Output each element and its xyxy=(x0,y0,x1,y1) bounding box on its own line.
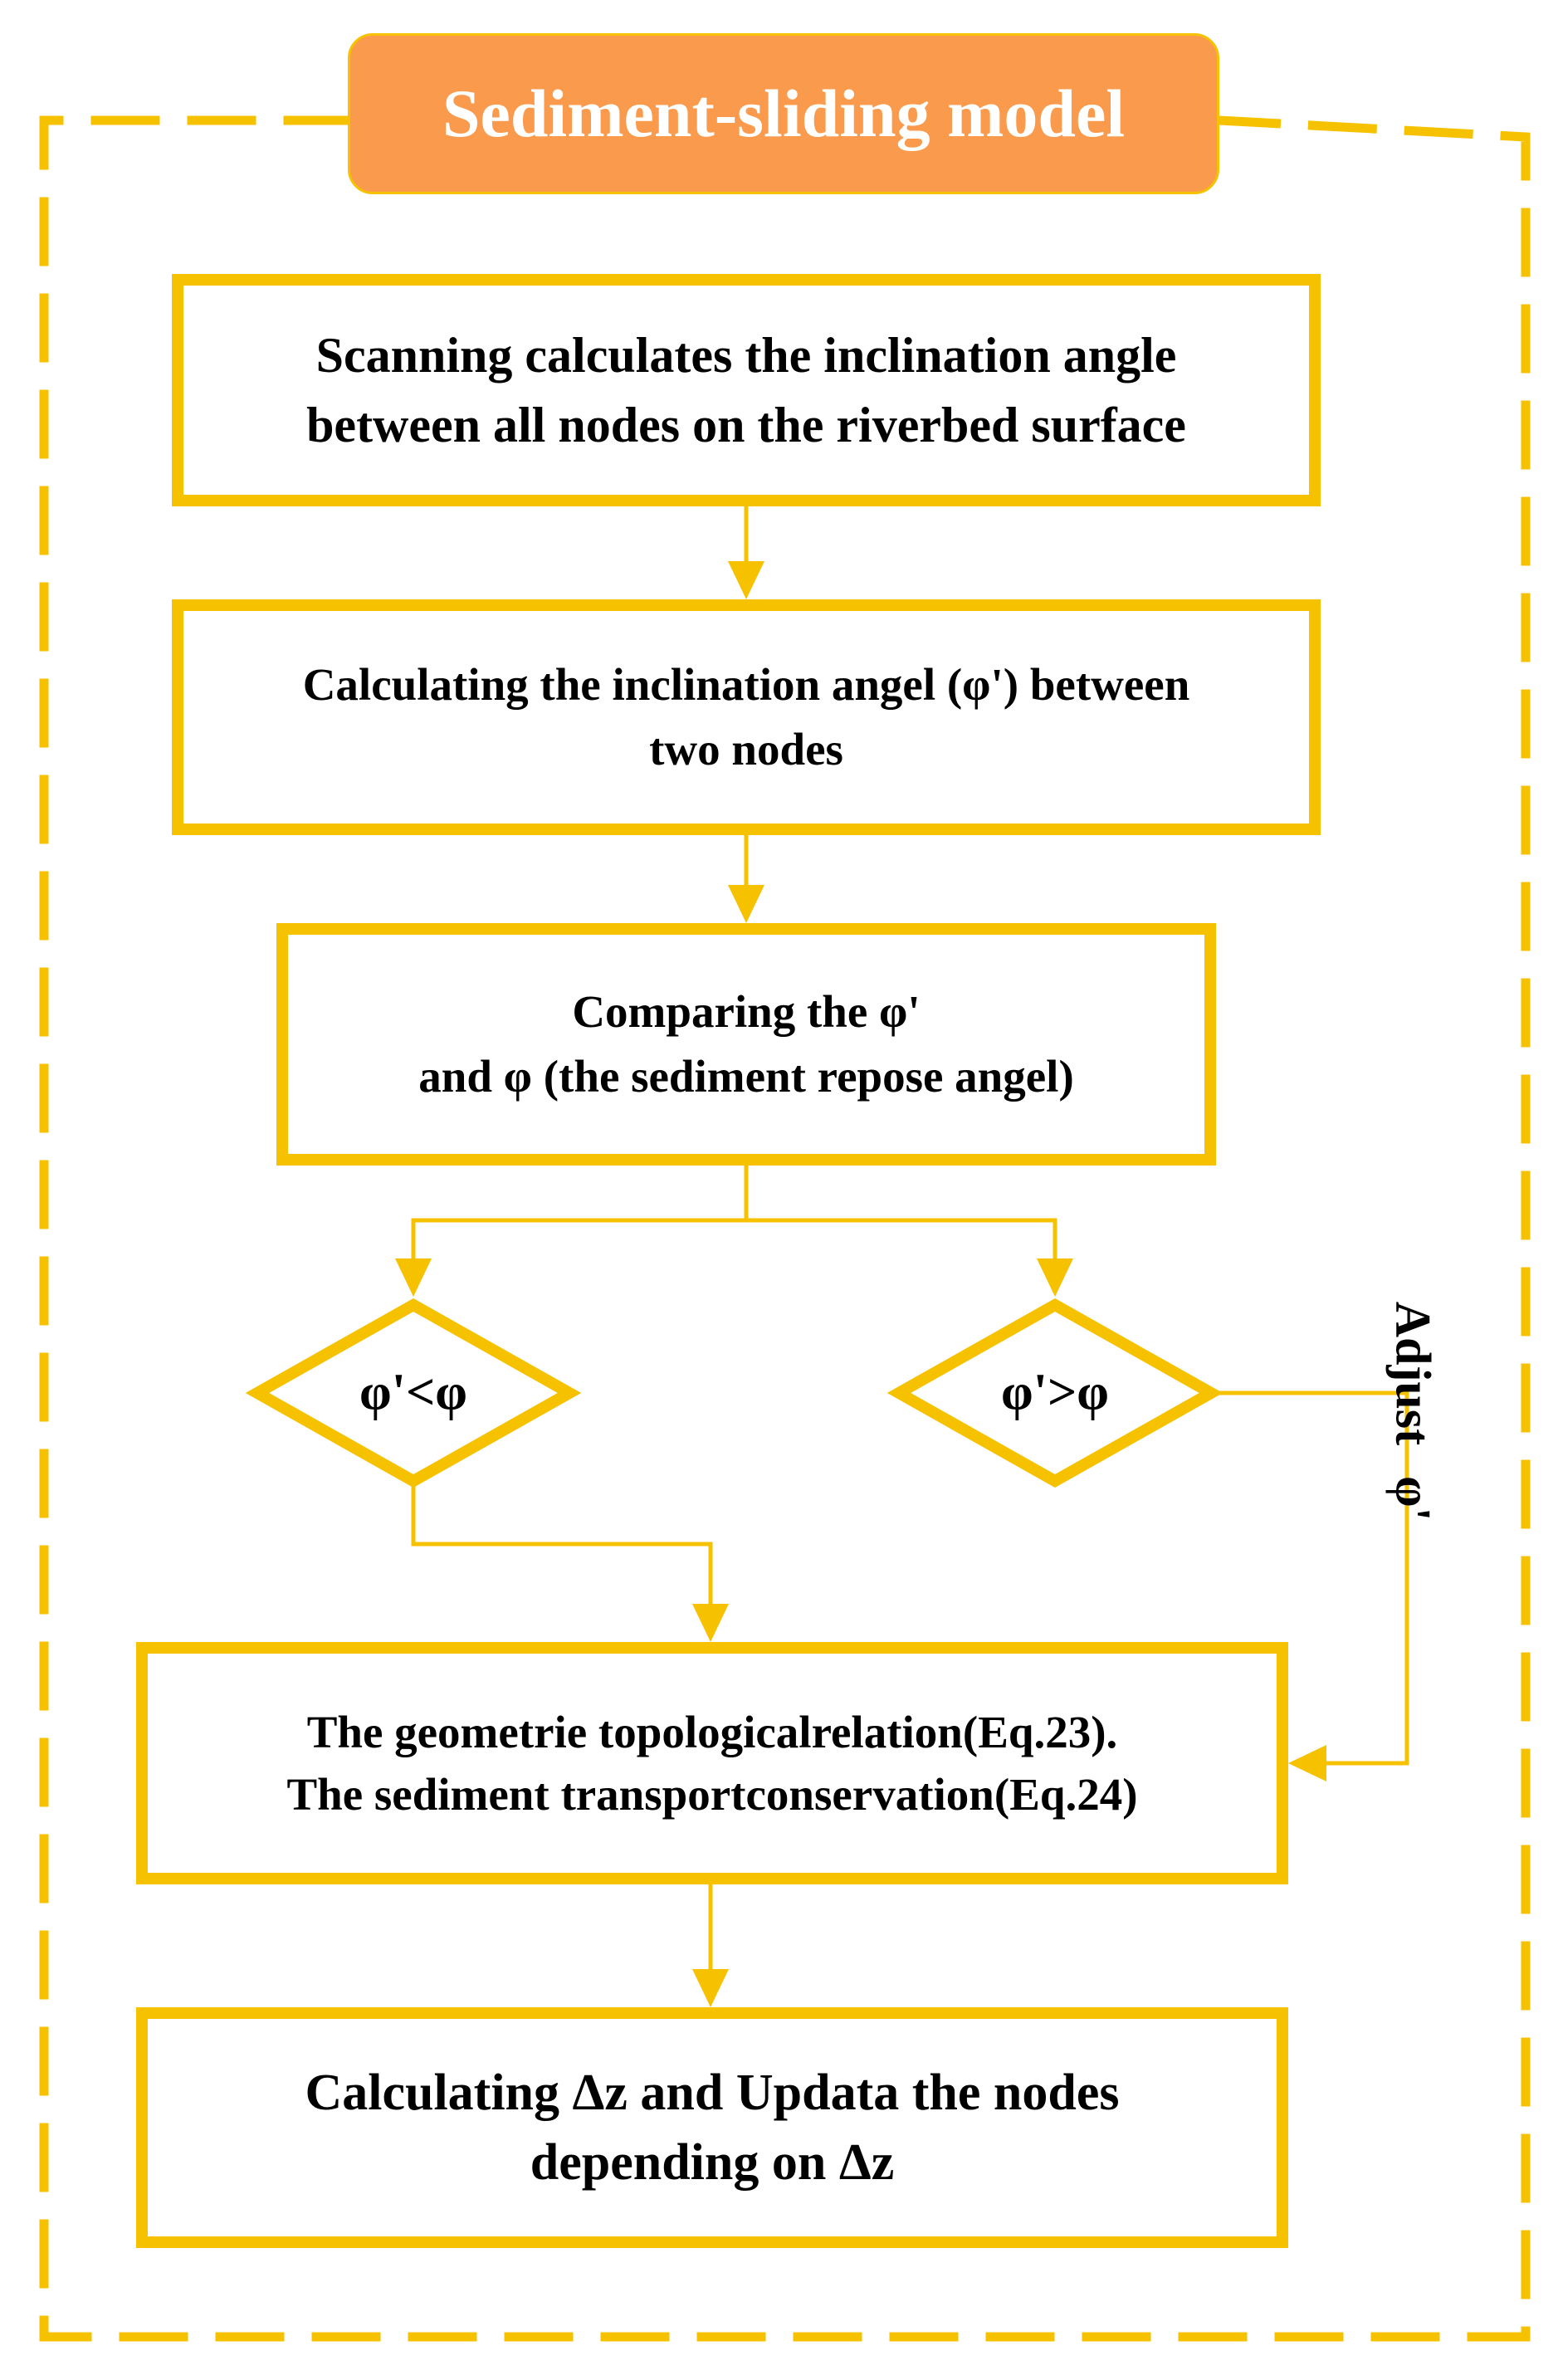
step-update-box: Calculating Δz and Updata the nodes depe… xyxy=(136,2007,1288,2248)
step-calc-line-1: Calculating the inclination angel (φ') b… xyxy=(302,659,1190,710)
decision-diamond-greater xyxy=(886,1298,1223,1488)
connector-greater-loop xyxy=(1209,1390,1409,1766)
step-scan-box: Scanning calculates the inclination angl… xyxy=(172,274,1321,506)
connector-less-relation xyxy=(411,1481,713,1615)
step-update-line-2: depending on Δz xyxy=(530,2134,895,2191)
arrowhead-greater xyxy=(1037,1258,1073,1297)
loop-adjust-label: Adjust φ' xyxy=(1385,1301,1441,1522)
model-title: Sediment-sliding model xyxy=(348,33,1219,194)
step-scan-line-2: between all nodes on the riverbed surfac… xyxy=(306,398,1186,452)
connector-compare-split xyxy=(411,1166,749,1262)
step-relation-box: The geometrie topologicalrelation(Eq.23)… xyxy=(136,1642,1288,1884)
step-calc-box: Calculating the inclination angel (φ') b… xyxy=(172,599,1321,835)
step-compare-box: Comparing the φ' and φ (the sediment rep… xyxy=(276,923,1216,1166)
arrowhead-less-relation xyxy=(692,1604,729,1642)
decision-diamond-less xyxy=(245,1298,582,1488)
step-compare-line-2: and φ (the sediment repose angel) xyxy=(418,1051,1074,1102)
step-relation-line-2: The sediment transportconservation(Eq.24… xyxy=(286,1769,1138,1820)
decision-less-label: φ'<φ xyxy=(359,1364,467,1421)
decision-greater-label: φ'>φ xyxy=(1001,1364,1109,1421)
arrowhead-relation-update xyxy=(692,1969,729,2007)
arrowhead-calc-compare xyxy=(728,885,764,923)
step-relation-line-1: The geometrie topologicalrelation(Eq.23)… xyxy=(306,1707,1118,1757)
step-compare-line-1: Comparing the φ' xyxy=(572,986,921,1037)
step-scan-line-1: Scanning calculates the inclination angl… xyxy=(315,328,1177,383)
step-update-line-1: Calculating Δz and Updata the nodes xyxy=(305,2065,1120,2121)
arrowhead-less xyxy=(395,1258,432,1297)
dashed-frame xyxy=(39,115,1531,2342)
arrowhead-scan-calc xyxy=(728,561,764,599)
connector-split-right xyxy=(746,1218,1057,1262)
arrowhead-loop-relation xyxy=(1288,1745,1326,1781)
step-calc-line-2: two nodes xyxy=(649,724,843,775)
